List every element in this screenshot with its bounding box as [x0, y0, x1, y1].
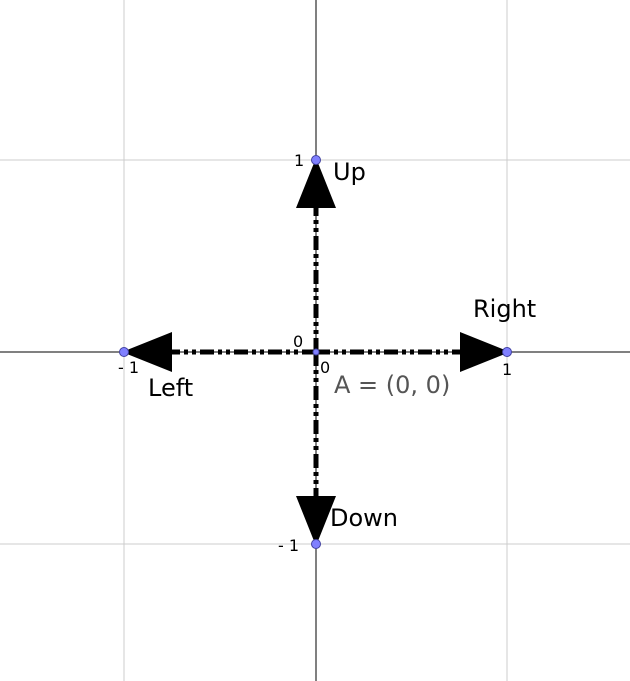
point-a-label: A = (0, 0) [334, 371, 451, 399]
points [119, 155, 512, 549]
point-right[interactable] [502, 347, 512, 357]
label-down: Down [330, 504, 399, 532]
point-down[interactable] [311, 539, 321, 549]
tick-x-origin: 0 [320, 358, 331, 377]
vectors [122, 158, 510, 546]
label-up: Up [333, 158, 366, 186]
point-left[interactable] [119, 347, 129, 357]
tick-y-neg1: - 1 [278, 536, 300, 555]
tick-x-neg1: - 1 [118, 358, 140, 377]
label-left: Left [148, 374, 194, 402]
point-a[interactable] [312, 348, 320, 356]
tick-x-pos1: 1 [502, 360, 513, 379]
tick-y-origin: 0 [293, 332, 304, 351]
tick-y-pos1: 1 [294, 151, 305, 170]
point-up[interactable] [311, 155, 321, 165]
label-right: Right [473, 295, 537, 323]
